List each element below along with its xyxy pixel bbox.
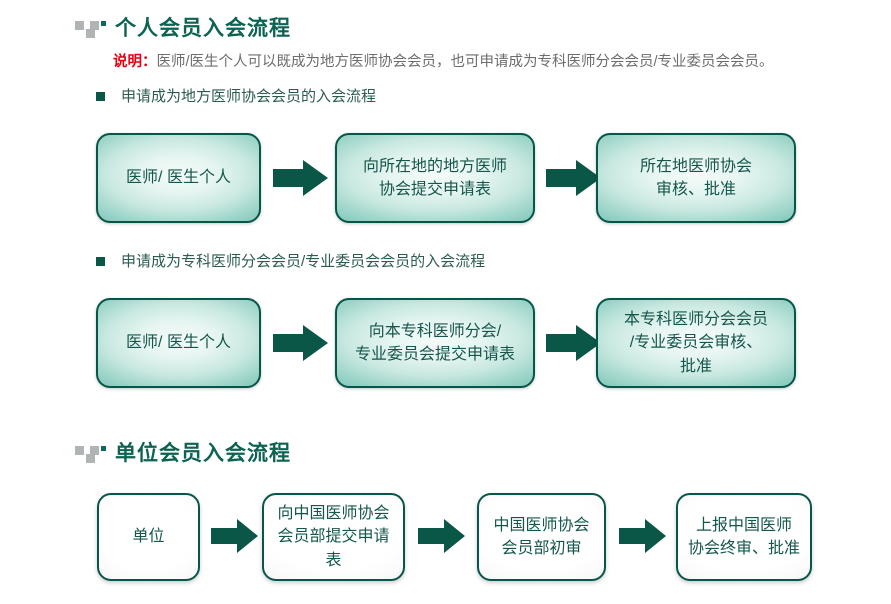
- flow-step-box: 医师/ 医生个人: [96, 133, 261, 223]
- individual-note: 说明：医师/医生个人可以既成为地方医师协会会员，也可申请成为专科医师分会会员/专…: [113, 55, 774, 70]
- flow-step-box: 医师/ 医生个人: [96, 298, 261, 388]
- flow-step-box: 上报中国医师 协会终审、批准: [676, 493, 812, 581]
- subheading-label: 申请成为专科医师分会会员/专业委员会会员的入会流程: [121, 253, 486, 270]
- subheading-local-association: 申请成为地方医师协会会员的入会流程: [96, 89, 376, 104]
- flow-step-text: 上报中国医师 协会终审、批准: [687, 516, 800, 557]
- square-bullet-icon: [96, 92, 105, 101]
- flow-step-text: 单位: [132, 528, 165, 546]
- flow-step-text: 本专科医师分会会员 /专业委员会审核、 批准: [623, 311, 768, 375]
- square-cluster-icon: [75, 444, 106, 464]
- page-title: 个人会员入会流程: [115, 17, 291, 40]
- flow-step-box: 本专科医师分会会员 /专业委员会审核、 批准: [596, 298, 796, 388]
- flow-step-text: 所在地医师协会 审核、批准: [639, 157, 752, 198]
- subheading-specialty-branch: 申请成为专科医师分会会员/专业委员会会员的入会流程: [96, 254, 485, 269]
- arrow-right-icon: [418, 517, 466, 555]
- flow-step-text: 向本专科医师分会/ 专业委员会提交申请表: [354, 322, 515, 363]
- square-bullet-icon: [96, 257, 105, 266]
- flow-step-box: 向中国医师协会 会员部提交申请表: [262, 493, 405, 581]
- arrow-right-icon: [273, 158, 329, 198]
- arrow-right-icon: [546, 323, 602, 363]
- flow-step-box: 向本专科医师分会/ 专业委员会提交申请表: [335, 298, 535, 388]
- section-heading: 单位会员入会流程: [115, 442, 291, 465]
- subheading-label: 申请成为地方医师协会会员的入会流程: [121, 88, 377, 105]
- arrow-right-icon: [546, 158, 602, 198]
- flow-step-text: 向所在地的地方医师 协会提交申请表: [362, 157, 507, 198]
- section-title-unit: 单位会员入会流程: [75, 443, 291, 464]
- note-text: 医师/医生个人可以既成为地方医师协会会员，也可申请成为专科医师分会会员/专业委员…: [156, 54, 774, 70]
- flow-step-box: 中国医师协会 会员部初审: [477, 493, 606, 581]
- flow-step-box: 所在地医师协会 审核、批准: [596, 133, 796, 223]
- flow-step-text: 医师/ 医生个人: [126, 169, 231, 187]
- section-title-individual: 个人会员入会流程: [75, 18, 291, 39]
- note-label: 说明：: [113, 54, 157, 70]
- flow-step-text: 中国医师协会 会员部初审: [493, 516, 590, 557]
- flow-step-text: 向中国医师协会 会员部提交申请表: [277, 505, 390, 569]
- flow-step-box: 向所在地的地方医师 协会提交申请表: [335, 133, 535, 223]
- square-cluster-icon: [75, 19, 106, 39]
- flow-step-box: 单位: [97, 493, 200, 581]
- flow-step-text: 医师/ 医生个人: [126, 334, 231, 352]
- arrow-right-icon: [273, 323, 329, 363]
- arrow-right-icon: [619, 517, 667, 555]
- arrow-right-icon: [211, 517, 259, 555]
